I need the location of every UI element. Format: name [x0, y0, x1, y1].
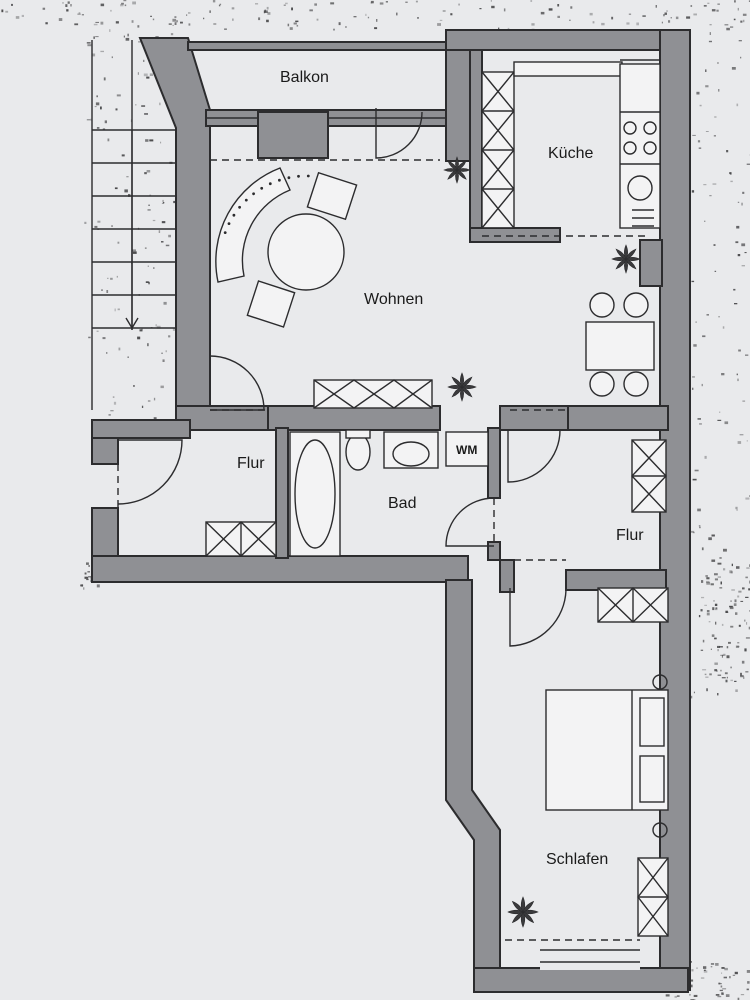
wardrobe: [597, 587, 669, 623]
label-wohnen: Wohnen: [364, 291, 423, 308]
sideboard: [313, 379, 433, 409]
windows: [206, 59, 660, 963]
label-balkon: Balkon: [280, 69, 329, 86]
sofa-lounge: [215, 167, 358, 328]
walls: [91, 29, 691, 993]
label-flur-left: Flur: [237, 455, 265, 472]
staircase: [91, 40, 176, 410]
double-bed: [545, 674, 669, 838]
bathroom-fixtures: [289, 429, 489, 557]
label-wm: WM: [456, 443, 477, 457]
label-bad: Bad: [388, 495, 416, 512]
plants: [443, 156, 641, 928]
door-swings: [117, 108, 567, 647]
dining-table: [585, 292, 655, 397]
label-kueche: Küche: [548, 145, 593, 162]
flur-cabinet: [205, 521, 277, 557]
label-flur-right: Flur: [616, 527, 644, 544]
flur-right-cabinet: [631, 439, 667, 513]
label-schlafen: Schlafen: [546, 851, 608, 868]
dresser: [637, 857, 669, 937]
kitchen-cabinets: [481, 61, 661, 229]
